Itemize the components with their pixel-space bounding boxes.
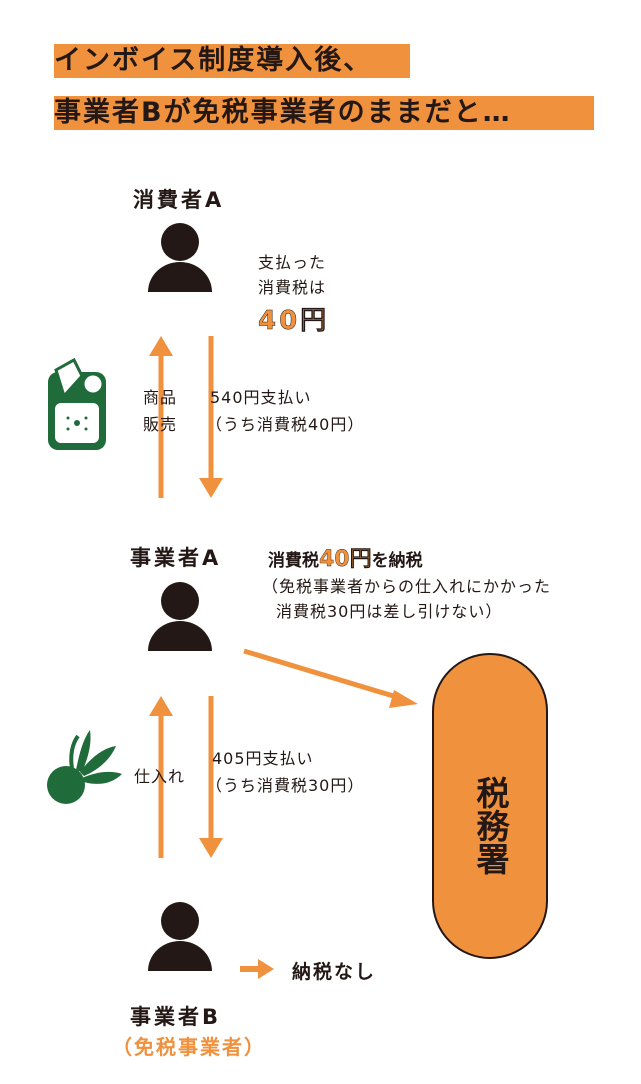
radish-icon xyxy=(47,730,122,804)
business-a-note-line-2: 消費税30円は差し引けない） xyxy=(276,602,503,621)
business-a-note-line-1: （免税事業者からの仕入れにかかった xyxy=(262,577,552,596)
arrow-goods-up xyxy=(149,336,173,498)
tax-office-label: 税務署 xyxy=(471,775,510,875)
purchase-payment-line-2: （うち消費税30円） xyxy=(206,776,365,795)
arrow-no-tax xyxy=(240,959,274,979)
consumer-paid-amount: 40円 xyxy=(258,306,330,337)
business-a-tax-suffix: を納税 xyxy=(371,551,423,571)
arrow-to-tax-office xyxy=(243,648,418,708)
purchase-payment-line-1: 405円支払い xyxy=(212,749,314,768)
business-a-tax-prefix: 消費税 xyxy=(268,551,319,571)
title-line-1: インボイス制度導入後、 xyxy=(54,44,410,78)
purchase-label: 仕入れ xyxy=(134,767,186,786)
business-a-label: 事業者A xyxy=(130,546,222,570)
business-b-person-icon xyxy=(148,902,212,971)
arrow-payment-down xyxy=(199,336,223,498)
business-a-tax-statement: 消費税40円を納税 xyxy=(268,541,423,573)
arrow-purchase-payment-down xyxy=(199,696,223,858)
no-tax-label: 納税なし xyxy=(292,961,377,983)
sale-payment-line-2: （うち消費税40円） xyxy=(206,415,365,434)
sale-payment-line-1: 540円支払い xyxy=(210,388,312,407)
title-line-2: 事業者Bが免税事業者のままだと… xyxy=(54,96,594,130)
consumer-person-icon xyxy=(148,223,212,292)
consumer-paid-line-1: 支払った xyxy=(258,253,327,272)
tax-office-box: 税務署 xyxy=(432,653,548,959)
vegetable-box-icon xyxy=(48,357,106,450)
business-b-label: 事業者B xyxy=(130,1005,222,1029)
sale-label-line-2: 販売 xyxy=(143,415,178,434)
arrow-purchase-up xyxy=(149,696,173,858)
business-a-person-icon xyxy=(148,582,212,651)
business-b-sublabel: （免税事業者） xyxy=(112,1035,266,1059)
consumer-label: 消費者A xyxy=(133,188,225,212)
business-a-tax-amount: 40円 xyxy=(319,547,372,572)
sale-label-line-1: 商品 xyxy=(143,388,178,407)
consumer-paid-line-2: 消費税は xyxy=(258,278,327,297)
